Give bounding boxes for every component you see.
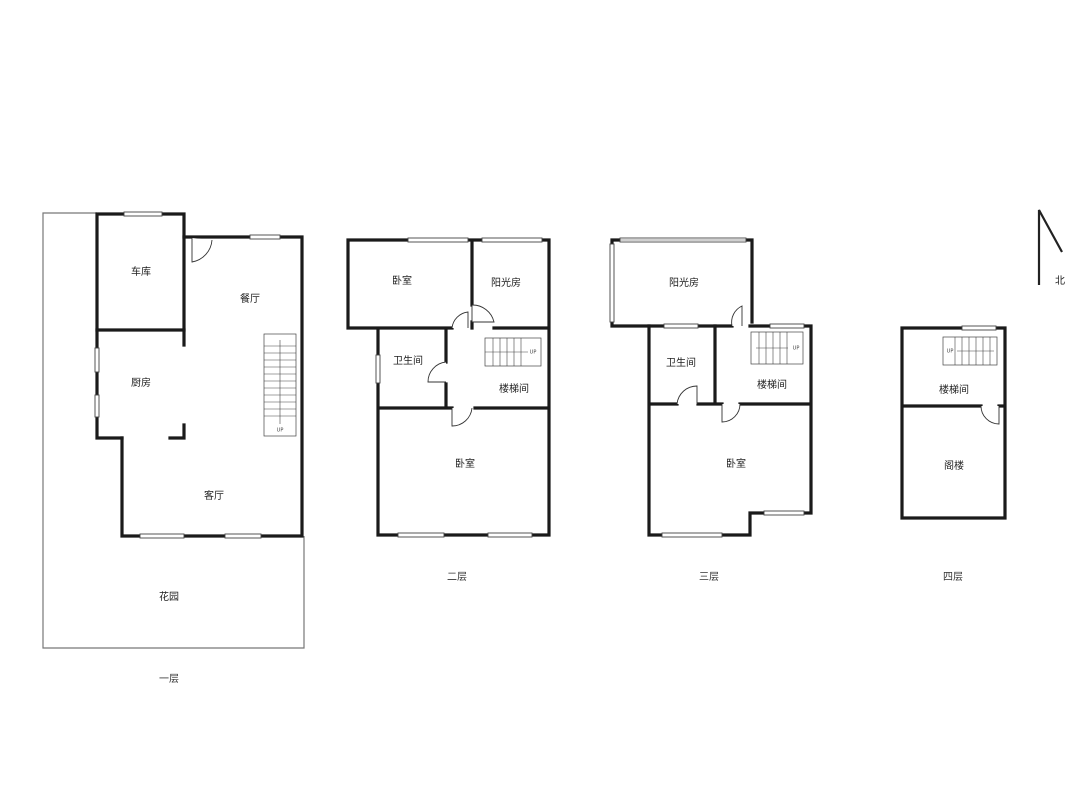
stair-up-mark-3: UP bbox=[793, 346, 800, 352]
bedroom-3-window-2 bbox=[763, 510, 805, 516]
bedroom-3-door bbox=[721, 403, 741, 423]
bedroom-2b-door bbox=[451, 407, 473, 427]
bedroom-2b-window-2 bbox=[487, 532, 533, 538]
floor-4-stair: UP bbox=[942, 336, 998, 366]
floor-3-walls bbox=[647, 324, 813, 537]
bath-2-window bbox=[375, 354, 381, 384]
floor-label-2: 二层 bbox=[447, 571, 467, 583]
room-label-bedroom-2a: 卧室 bbox=[392, 274, 412, 287]
room-label-sunroom-3: 阳光房 bbox=[669, 276, 699, 289]
living-window-2 bbox=[224, 533, 262, 539]
bedroom-2a-window bbox=[407, 237, 469, 243]
floor-label-4: 四层 bbox=[943, 571, 963, 583]
room-label-bedroom-2b: 卧室 bbox=[455, 457, 475, 470]
north-arrow-icon bbox=[1037, 209, 1063, 285]
floor-label-1: 一层 bbox=[159, 673, 179, 685]
garage-window bbox=[123, 211, 163, 217]
stair-up-mark-4: UP bbox=[947, 349, 954, 355]
bath-3-window bbox=[663, 323, 699, 329]
room-label-living: 客厅 bbox=[204, 489, 224, 502]
bedroom-3-window-1 bbox=[661, 532, 723, 538]
sunroom-2-door bbox=[471, 304, 495, 323]
stair-3-window bbox=[769, 323, 805, 329]
floor-1-stair: UP bbox=[263, 333, 297, 437]
room-label-garden: 花园 bbox=[159, 590, 179, 603]
floor-4-plan: UP 楼梯间 阁楼 四层 bbox=[900, 325, 1007, 583]
room-label-stair-2: 楼梯间 bbox=[499, 382, 529, 395]
bath-2-door bbox=[427, 361, 447, 383]
garden-boundary bbox=[42, 212, 305, 649]
bath-3-door bbox=[676, 385, 698, 405]
floor-label-3: 三层 bbox=[699, 571, 719, 583]
attic-door bbox=[980, 405, 1000, 425]
dining-window bbox=[249, 234, 281, 240]
floor-1-plan: UP 车库 餐厅 厨房 客厅 花园 一层 bbox=[42, 211, 305, 685]
living-window-1 bbox=[139, 533, 185, 539]
floor-2-plan: UP 卧室 阳光房 卫生间 楼梯间 卧室 二层 bbox=[346, 237, 551, 583]
sunroom-2-window bbox=[481, 237, 543, 243]
entrance-door bbox=[191, 238, 213, 263]
bedroom-2b-window-1 bbox=[397, 532, 445, 538]
stair-up-mark-2: UP bbox=[530, 350, 537, 356]
floor-3-stair: UP bbox=[750, 331, 804, 365]
room-label-bath-2: 卫生间 bbox=[393, 354, 423, 367]
north-arrow: 北 bbox=[1037, 209, 1065, 287]
north-label: 北 bbox=[1055, 275, 1065, 287]
bedroom-2a-door bbox=[451, 311, 469, 329]
stair-up-mark: UP bbox=[277, 428, 284, 434]
room-label-kitchen: 厨房 bbox=[131, 376, 151, 389]
room-label-dining: 餐厅 bbox=[240, 292, 260, 305]
room-label-stair-3: 楼梯间 bbox=[757, 378, 787, 391]
room-label-attic: 阁楼 bbox=[944, 459, 964, 472]
room-label-sunroom-2: 阳光房 bbox=[491, 276, 521, 289]
floor-2-stair: UP bbox=[484, 337, 542, 367]
kitchen-window-2 bbox=[94, 394, 100, 418]
stair-4-window bbox=[961, 325, 997, 331]
room-label-bedroom-3: 卧室 bbox=[726, 457, 746, 470]
sunroom-3-door bbox=[731, 305, 743, 327]
floor-3-plan: UP 阳光房 卫生间 楼梯间 卧室 三层 bbox=[609, 237, 813, 583]
room-label-garage: 车库 bbox=[131, 265, 151, 278]
kitchen-window-1 bbox=[94, 347, 100, 373]
sunroom-3-window-left bbox=[609, 243, 615, 323]
floor-2-walls bbox=[346, 238, 551, 537]
room-label-bath-3: 卫生间 bbox=[666, 356, 696, 369]
room-label-stair-4: 楼梯间 bbox=[939, 383, 969, 396]
